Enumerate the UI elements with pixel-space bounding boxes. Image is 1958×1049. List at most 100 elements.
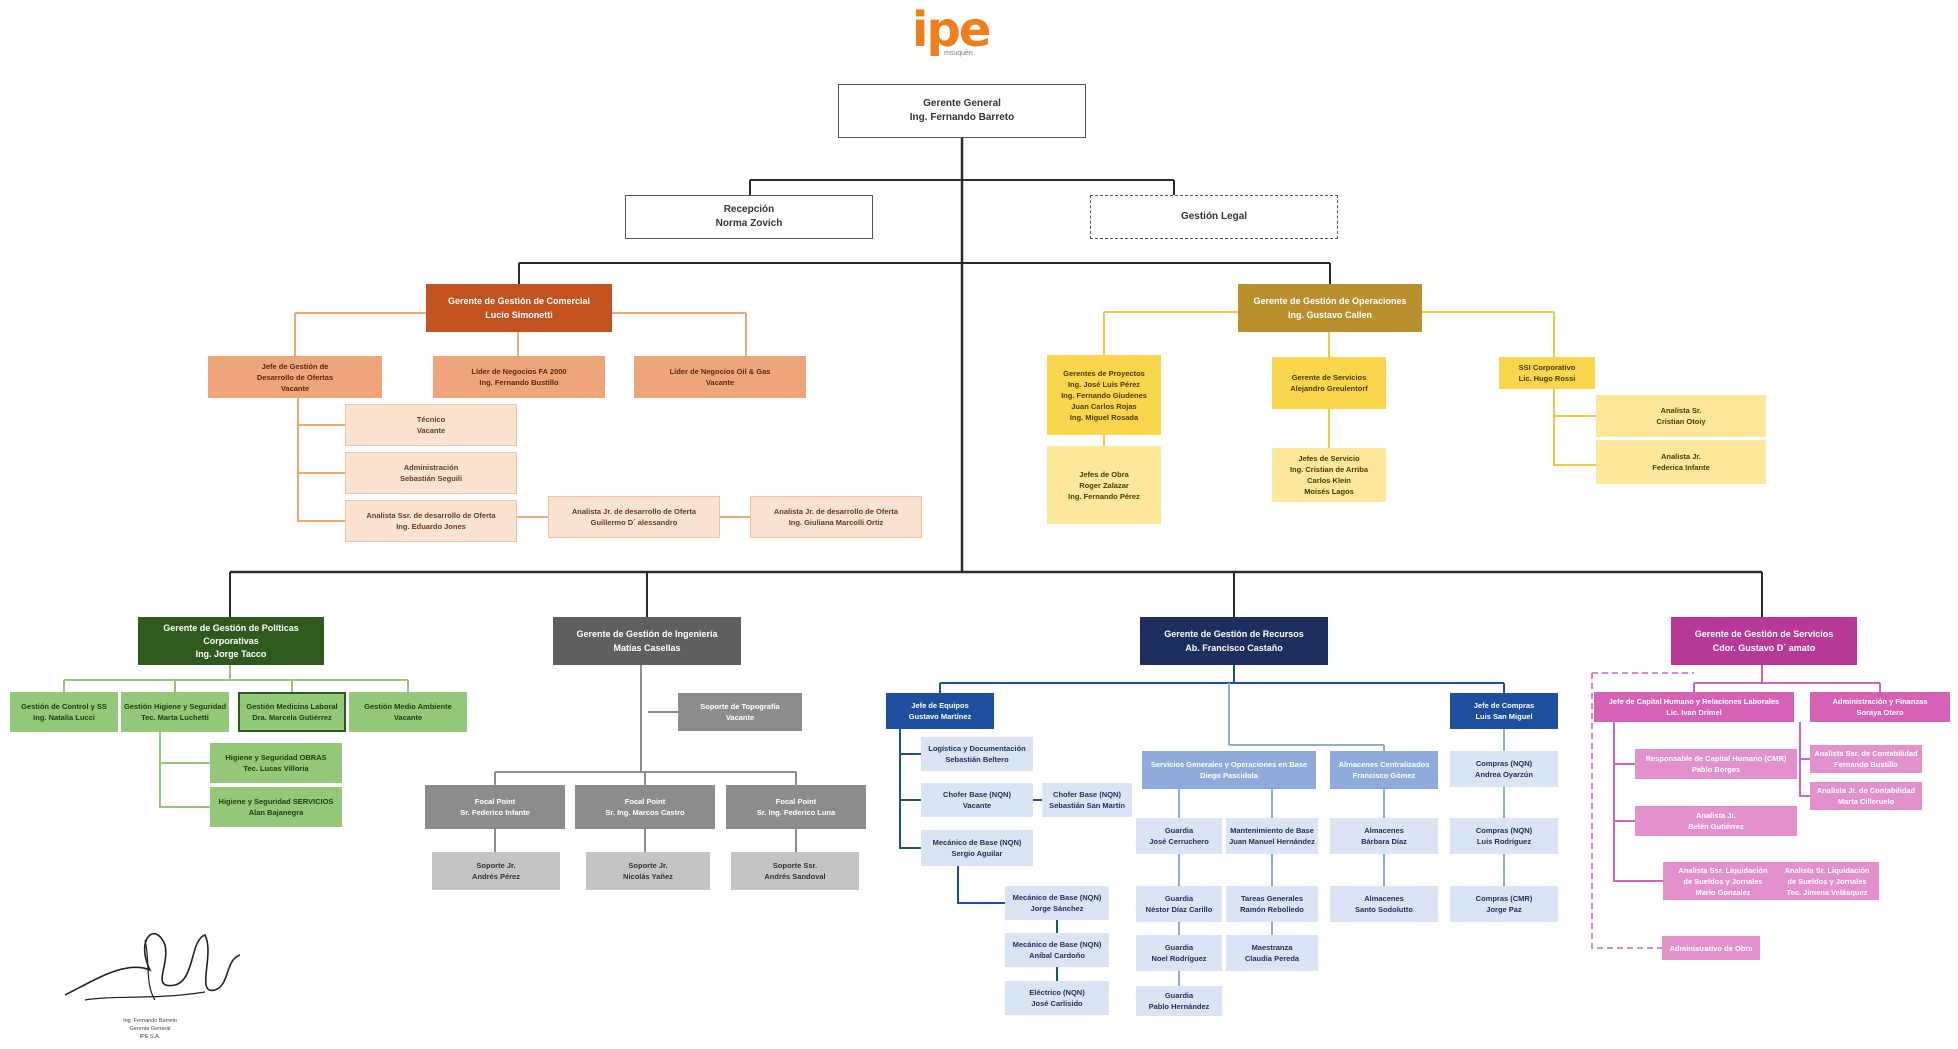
node-title: Analista Jr. de desarrollo de Oferta bbox=[773, 507, 899, 516]
node-person: Sebastián San Martín bbox=[1049, 801, 1125, 810]
connector-line bbox=[159, 732, 210, 808]
node-title: Focal Point bbox=[474, 797, 516, 806]
org-node-ser-adm-obra: Administrativo de Obra bbox=[1662, 936, 1760, 960]
node-person: Aníbal Cardoño bbox=[1029, 951, 1085, 960]
node-person: Francisco Gómez bbox=[1352, 771, 1416, 780]
node-person: Noel Rodríguez bbox=[1151, 954, 1207, 963]
org-node-rec-mec-sup: Mecánico de Base (NQN)Sergio Aguilar bbox=[921, 830, 1033, 866]
node-title: Compras (NQN) bbox=[1475, 759, 1533, 768]
node-person: Pablo Hernández bbox=[1148, 1002, 1210, 1011]
org-node-rec-elec: Eléctrico (NQN)José Carlisido bbox=[1005, 981, 1109, 1015]
node-person: Sergio Aguilar bbox=[951, 849, 1003, 858]
node-title: Mecánico de Base (NQN) bbox=[1012, 893, 1102, 902]
node-title: Guardia bbox=[1164, 991, 1194, 1000]
node-title: Mecánico de Base (NQN) bbox=[1012, 940, 1102, 949]
node-title: Gerente de Gestión de Ingeniería bbox=[576, 629, 718, 639]
org-node-ing-sop2: Soporte Jr.Nicolás Yañez bbox=[586, 852, 710, 890]
node-person: Tec. Lucas Villoria bbox=[243, 764, 309, 773]
node-person: Vacante bbox=[705, 378, 735, 387]
node-title: Logística y Documentación bbox=[928, 744, 1026, 753]
node-title: Recepción bbox=[723, 204, 775, 215]
node-person: Ing. Cristian de Arriba bbox=[1289, 465, 1369, 474]
node-person: Tec. Jimena Velásquez bbox=[1786, 887, 1868, 897]
node-person: Andrés Pérez bbox=[472, 872, 520, 881]
node-title: Gestión Medio Ambiente bbox=[364, 702, 452, 711]
node-title: Soporte de Topografía bbox=[700, 702, 780, 711]
node-person: Cristian Otoiy bbox=[1656, 417, 1706, 426]
node-person: Néstor Díaz Carillo bbox=[1145, 905, 1213, 914]
node-person: Jorge Paz bbox=[1486, 905, 1522, 914]
node-person: Cdor. Gustavo D´ amato bbox=[1712, 643, 1816, 653]
node-person: Corporativas bbox=[203, 635, 259, 646]
node-person: Gustavo Martínez bbox=[908, 712, 972, 721]
node-person: Ing. Eduardo Jones bbox=[396, 522, 466, 531]
org-node-rec-chofer2: Chofer Base (NQN) Sebastián San Martín bbox=[1042, 783, 1132, 817]
node-person: Sr. Ing. Federico Luna bbox=[756, 808, 836, 817]
node-person: Ing. Fernando Pérez bbox=[1068, 491, 1140, 501]
org-node-ser-ch: Jefe de Capital Humano y Relaciones Labo… bbox=[1594, 692, 1794, 722]
node-person: Carlos Klein bbox=[1307, 476, 1351, 485]
connector-line bbox=[957, 866, 1005, 904]
node-title: Soporte Jr. bbox=[476, 861, 516, 870]
node-person: de Sueldos y Jornales bbox=[1683, 876, 1763, 886]
node-title: Gestión Higiene y Seguridad bbox=[123, 702, 227, 711]
node-title: Administrativo de Obra bbox=[1669, 943, 1753, 953]
node-title: Analista Sr. bbox=[1660, 406, 1702, 415]
node-person: Sr. Federico Infante bbox=[460, 808, 530, 817]
node-person: Dra. Marcela Gutiérrez bbox=[252, 713, 332, 722]
node-person: Norma Zovich bbox=[715, 218, 783, 229]
node-title: SSI Corporativo bbox=[1518, 363, 1576, 372]
node-title: Analista Jr. bbox=[1660, 452, 1702, 461]
node-person: Alejandro Greulentorf bbox=[1290, 384, 1368, 393]
node-title: Líder de Negocios Oil & Gas bbox=[669, 367, 771, 376]
node-title: Administración bbox=[403, 463, 459, 472]
node-title: Almacenes bbox=[1364, 894, 1404, 903]
logo-wordmark: ipe bbox=[912, 2, 991, 58]
node-title: Guardia bbox=[1164, 826, 1194, 835]
node-title: Analista Ssr. de desarrollo de Oferta bbox=[366, 511, 496, 520]
node-title: Gestión de Control y SS bbox=[21, 702, 107, 711]
connector-line bbox=[297, 398, 345, 522]
signature-name: Ing. Fernando Barreto bbox=[123, 1018, 177, 1024]
node-title: Guardia bbox=[1164, 943, 1194, 952]
node-person: Roger Zalazar bbox=[1079, 480, 1129, 490]
node-person: Mario Gonzalez bbox=[1695, 887, 1751, 897]
node-person: Moisés Lagos bbox=[1304, 487, 1354, 496]
node-title: Servicios Generales y Operaciones en Bas… bbox=[1150, 760, 1308, 769]
node-title: Gerente de Gestión de Recursos bbox=[1164, 629, 1304, 639]
node-person: Ab. Francisco Castaño bbox=[1185, 643, 1283, 653]
node-person: Lucio Simonetti bbox=[485, 310, 553, 320]
node-title: Eléctrico (NQN) bbox=[1029, 988, 1085, 997]
node-person: Ing. Fernando Giudenes bbox=[1061, 390, 1147, 400]
node-person: Bárbara Díaz bbox=[1361, 837, 1407, 846]
node-title: Almacenes bbox=[1364, 826, 1404, 835]
node-person: Sebastián Seguili bbox=[399, 474, 463, 483]
node-title: Chofer Base (NQN) bbox=[1053, 790, 1121, 799]
